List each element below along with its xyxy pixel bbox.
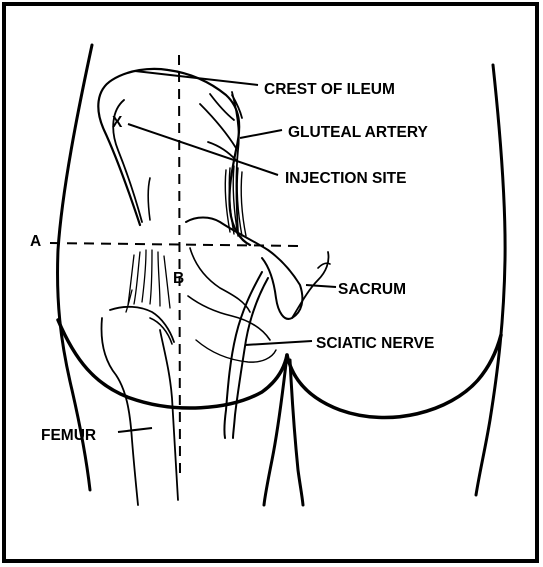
label-gluteal-artery: GLUTEAL ARTERY [288,124,428,141]
label-sacrum: SACRUM [338,281,406,298]
label-point-x: X [112,114,123,131]
label-injection-site: INJECTION SITE [285,170,406,187]
label-crest-of-ileum: CREST OF ILEUM [264,81,395,98]
label-femur: FEMUR [41,427,96,444]
label-sciatic-nerve: SCIATIC NERVE [316,335,434,352]
label-line-b: B [173,270,184,287]
label-line-a: A [30,233,41,250]
